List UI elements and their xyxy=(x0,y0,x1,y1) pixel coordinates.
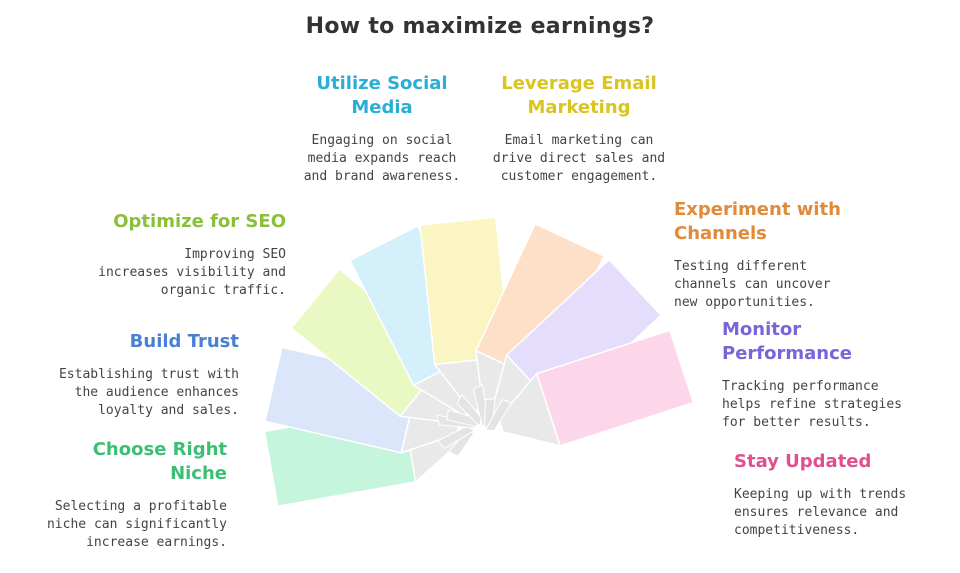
item-title: Build Trust xyxy=(129,331,239,352)
page-title: How to maximize earnings? xyxy=(305,14,655,39)
item-title: Stay Updated xyxy=(734,451,872,472)
fan-panel-updated xyxy=(535,329,695,447)
fan-hub-curl-updated xyxy=(484,398,513,432)
item-title: Optimize for SEO xyxy=(113,211,286,232)
